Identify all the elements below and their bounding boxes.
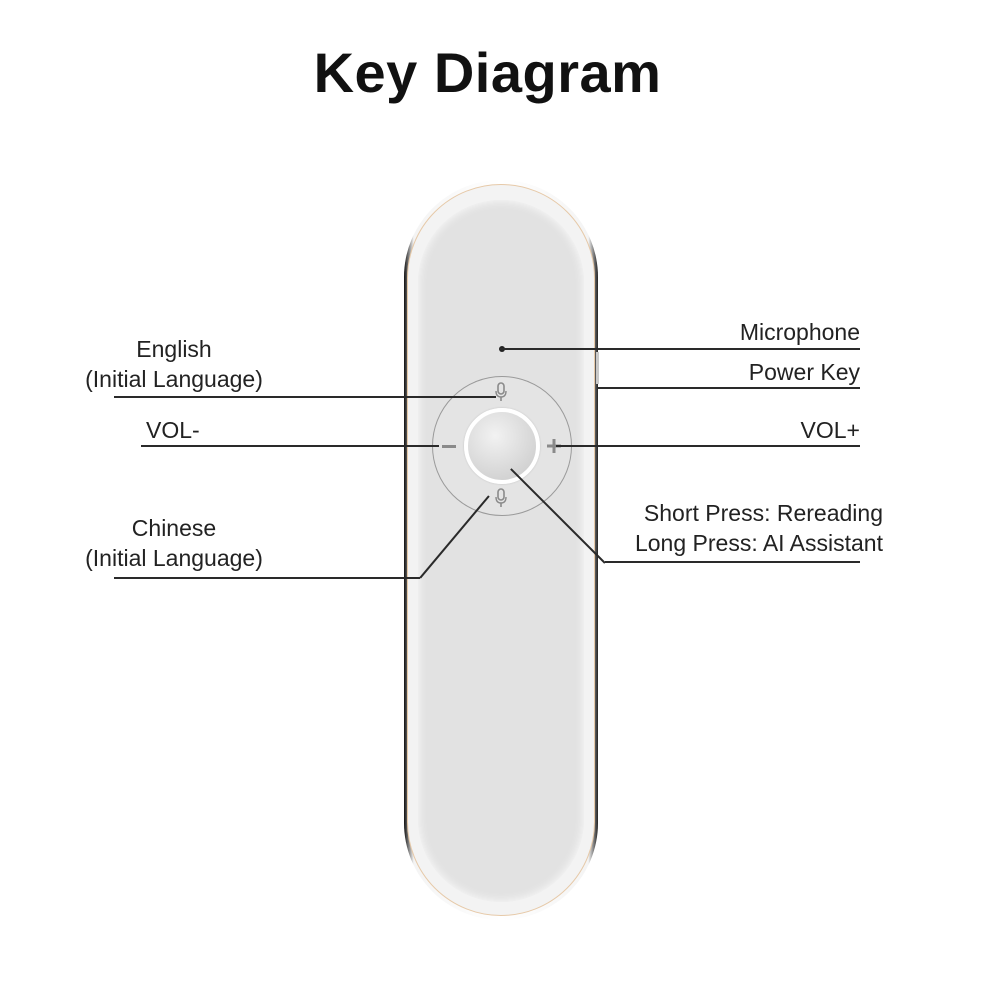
page-title: Key Diagram	[313, 41, 662, 104]
chinese-label-line1: Chinese	[131, 515, 217, 541]
power-key-button[interactable]	[596, 352, 599, 384]
microphone-label: Microphone	[739, 319, 860, 345]
chinese-mic-icon[interactable]	[494, 488, 508, 508]
english-label-line2: (Initial Language)	[85, 366, 263, 392]
device-face	[418, 200, 584, 902]
english-leader-line	[114, 396, 496, 398]
center-key-button[interactable]	[464, 408, 540, 484]
center-key-label-line2: Long Press: AI Assistant	[634, 530, 883, 556]
chinese-label-line2: (Initial Language)	[85, 545, 263, 571]
center-key-label-line1: Short Press: Rereading	[643, 500, 883, 526]
center-key-label: Short Press: Rereading Long Press: AI As…	[600, 498, 883, 558]
chinese-leader-line	[114, 577, 420, 579]
vol-minus-leader-line	[141, 445, 439, 447]
power-key-leader-line	[598, 387, 860, 389]
power-key-label: Power Key	[748, 359, 860, 385]
vol-minus-icon[interactable]	[442, 445, 456, 448]
english-label: English (Initial Language)	[74, 334, 274, 394]
center-key-leader-line	[605, 561, 860, 563]
microphone-leader-line	[500, 348, 860, 350]
english-label-line1: English	[136, 336, 212, 362]
vol-plus-label: VOL+	[800, 417, 860, 443]
chinese-label: Chinese (Initial Language)	[74, 513, 274, 573]
vol-plus-leader-line	[556, 445, 860, 447]
english-mic-icon[interactable]	[494, 382, 508, 402]
vol-minus-label: VOL-	[146, 417, 200, 443]
